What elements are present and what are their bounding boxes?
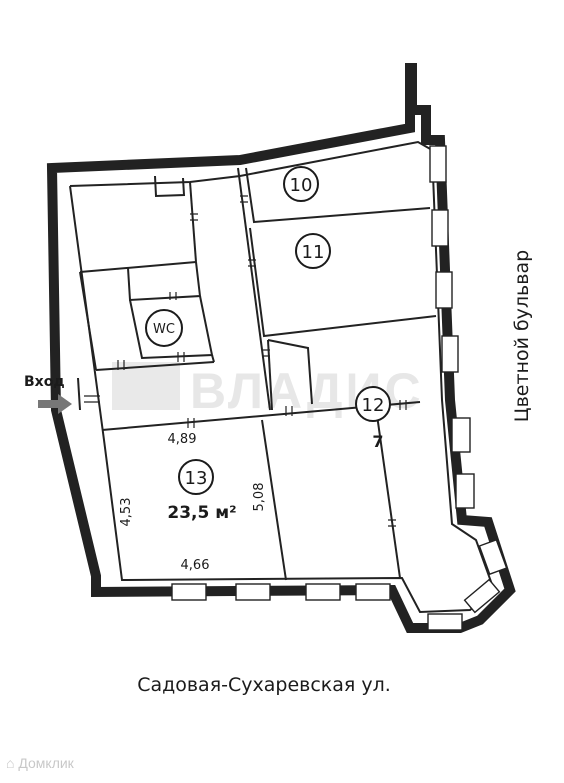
room-12-marker: 12 [355,386,391,422]
entrance-arrow-icon [38,394,72,414]
room-10-marker: 10 [283,166,319,202]
wc-label: WC [153,322,175,337]
entrance-label: Вход [24,374,65,390]
room-10-number: 10 [290,175,313,196]
room-13-dim-left: 4,53 [119,498,134,527]
room-13-area: 23,5 м² [167,503,236,523]
street-right-label: Цветной бульвар [511,250,533,422]
street-bottom-label: Садовая-Сухаревская ул. [137,674,391,696]
room-12-number: 12 [362,395,385,416]
brand-house-icon: ⌂ [6,755,15,771]
outer-wall-inner [69,140,496,614]
entrance: Вход [24,374,72,414]
room-11-marker: 11 [295,233,331,269]
room-13-number: 13 [185,468,208,489]
brand-logo: ⌂ Домклик [6,755,74,771]
door-marks [84,195,407,527]
room-11-number: 11 [302,242,325,263]
room-13-dim-right: 5,08 [252,483,267,512]
room-13-dim-bottom: 4,66 [181,558,210,573]
room-13-dim-top: 4,89 [168,432,197,447]
room-13: 13 23,5 м² 4,89 4,66 4,53 5,08 [119,432,267,573]
room-12-index: 7 [372,432,383,451]
windows-bottom [171,583,391,601]
wc-marker: WC [145,309,183,347]
windows-right [427,145,508,631]
brand-name: Домклик [18,755,74,771]
